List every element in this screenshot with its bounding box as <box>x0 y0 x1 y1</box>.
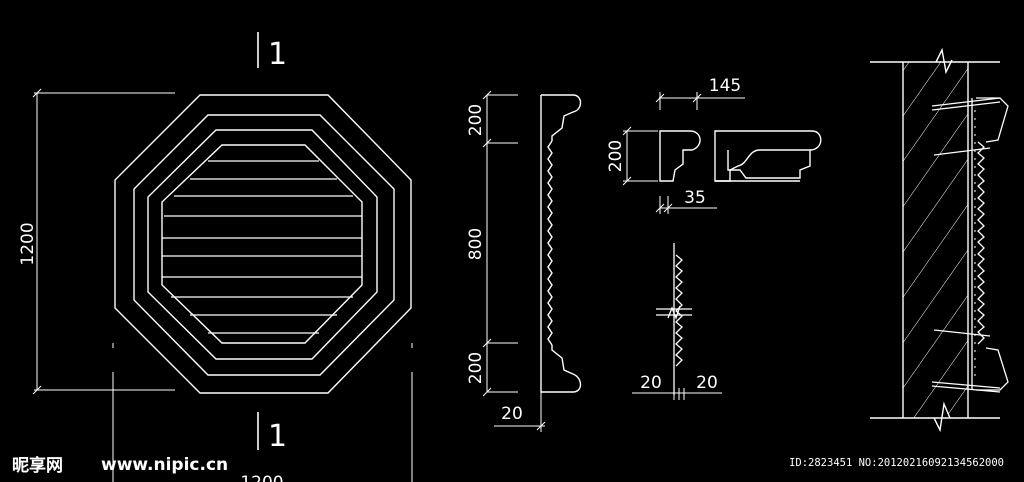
profile-thickness-label: 20 <box>501 404 523 424</box>
wall-louver-frame <box>931 97 1009 393</box>
louver-bottom-dimension <box>632 388 722 400</box>
section-mark-top-label: 1 <box>268 37 287 72</box>
watermark-brand-cn: 昵享网 <box>12 455 63 476</box>
molding-width-label: 145 <box>709 76 741 96</box>
molding-offset-label: 35 <box>684 188 706 208</box>
wall-break-bottom <box>933 401 951 433</box>
section-mark-bottom-label: 1 <box>268 419 287 454</box>
dimension-plan-width <box>112 343 413 482</box>
wall-louver-serration <box>977 141 985 345</box>
wall-break-top <box>935 47 953 75</box>
profile-section <box>540 94 582 393</box>
louver-right-label: 20 <box>696 373 718 393</box>
molding-dimension-145 <box>655 92 745 110</box>
dimension-plan-height <box>32 88 175 395</box>
dimension-plan-width-label: 1200 <box>240 473 283 482</box>
watermark: 昵享网 www.nipic.cn ID:2823451 NO:201202160… <box>12 455 1004 476</box>
molding-profile-large <box>714 130 822 182</box>
louver-left-label: 20 <box>640 373 662 393</box>
section-mark-top: 1 <box>257 32 287 72</box>
louver-slats <box>162 160 362 334</box>
profile-thickness-dimension <box>494 392 546 432</box>
octagon-inner-frame <box>147 129 378 360</box>
molding-height-label: 200 <box>606 140 626 172</box>
octagon-louver-frame <box>161 144 363 344</box>
molding-dimension-35 <box>655 196 717 214</box>
molding-dimension-200 <box>622 126 658 186</box>
octagon-elevation <box>114 94 412 394</box>
profile-dimension-chain <box>482 90 518 397</box>
wall-section <box>870 47 1009 433</box>
watermark-brand-url: www.nipic.cn <box>101 455 228 475</box>
molding-profile-small <box>659 130 701 182</box>
profile-top-label: 200 <box>466 104 486 136</box>
profile-serrated-face <box>547 140 553 346</box>
louver-blade-serration <box>675 254 683 367</box>
louver-blade-detail <box>656 243 692 395</box>
octagon-outer-frame <box>114 94 412 394</box>
octagon-middle-frame <box>133 114 395 376</box>
wall-hatch-fill <box>903 62 968 418</box>
watermark-id: ID:2823451 NO:20120216092134562000 <box>789 457 1004 469</box>
profile-middle-label: 800 <box>466 228 486 260</box>
profile-bottom-label: 200 <box>466 352 486 384</box>
section-mark-bottom: 1 <box>257 412 287 454</box>
dimension-plan-height-label: 1200 <box>18 222 38 265</box>
